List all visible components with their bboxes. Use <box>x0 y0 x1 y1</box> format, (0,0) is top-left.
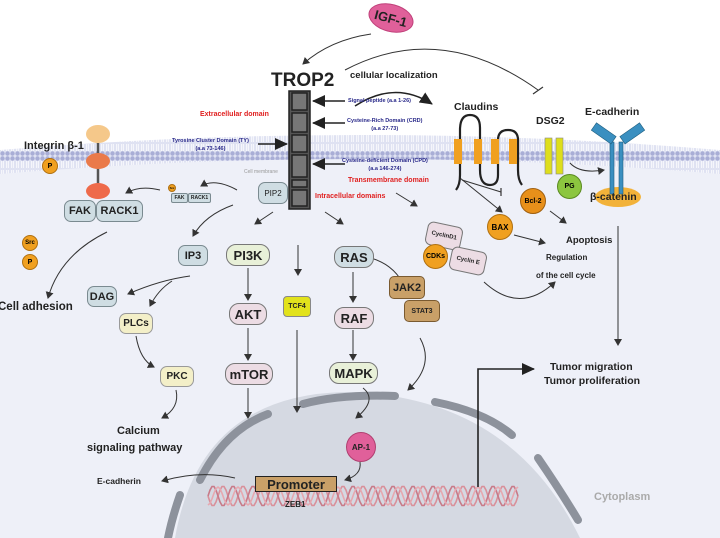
tumor-migration-label: Tumor migration <box>550 361 633 373</box>
ap1-circle: AP-1 <box>346 432 376 462</box>
intracellular-domains-label: Intracellular domains <box>315 193 386 200</box>
integrin-label: Integrin β-1 <box>24 140 84 152</box>
pi3k-box: PI3K <box>226 244 270 266</box>
cytoplasm-label: Cytoplasm <box>594 491 651 503</box>
ip3-box: IP3 <box>178 245 208 266</box>
src-circle: Src <box>22 235 38 251</box>
igf1-to-trop2-arrow <box>302 33 372 65</box>
claudins-label: Claudins <box>454 101 499 113</box>
regulation-label-2: of the cell cycle <box>536 271 596 280</box>
apoptosis-label: Apoptosis <box>566 235 613 246</box>
bcl2-circle: Bcl-2 <box>520 188 546 214</box>
crd-label: Cysteine-Rich Domain (CRD) (a.a 27-73) <box>347 118 423 132</box>
pip2-box: PIP2 <box>258 182 288 204</box>
dsg2-label: DSG2 <box>536 115 565 127</box>
calcium-label-2: signaling pathway <box>87 442 183 454</box>
mapk-box: MAPK <box>329 362 378 384</box>
cpd-label: Cysteine-deficient Domain (CPD) (a.a 146… <box>342 158 428 172</box>
bcatenin-label: β-catenin <box>590 191 637 203</box>
claudin-loops <box>455 113 523 191</box>
cell-membrane <box>0 135 720 174</box>
integrin-head <box>86 125 110 143</box>
mtor-box: mTOR <box>225 363 273 385</box>
cell-membrane-label: Cell membrane <box>244 169 278 175</box>
tcf4-box: TCF4 <box>283 296 311 317</box>
dsg2-bar-2 <box>555 137 564 175</box>
trop2-title: TROP2 <box>271 70 335 91</box>
zeb1-label: ZEB1 <box>285 500 306 509</box>
dsg2-bar-1 <box>544 137 553 175</box>
cell-adhesion-label: Cell adhesion <box>0 301 73 313</box>
pg-circle: PG <box>557 174 582 199</box>
cdks-circle: CDKs <box>423 244 448 269</box>
trop2-protein <box>288 90 311 210</box>
akt-box: AKT <box>229 303 267 325</box>
fak-small: FAK <box>171 193 188 203</box>
pkc-box: PKC <box>160 366 194 387</box>
plcs-box: PLCs <box>119 313 153 334</box>
dag-box: DAG <box>87 286 117 307</box>
signal-peptide-label: Signal peptide (a.a 1-26) <box>348 98 411 104</box>
transmembrane-domain-label: Transmembrane domain <box>348 177 429 184</box>
trop2-inhibits-dsg2 <box>344 48 539 91</box>
tumor-proliferation-label: Tumor proliferation <box>544 375 641 387</box>
nuclear-envelope <box>164 391 582 538</box>
stat3-box: STAT3 <box>404 300 440 322</box>
bax-circle: BAX <box>487 214 513 240</box>
regulation-label-1: Regulation <box>546 253 588 262</box>
cellular-localization-label: cellular localization <box>350 70 438 81</box>
jak2-box: JAK2 <box>389 276 425 299</box>
igf1-label: IGF-1 <box>373 6 409 30</box>
ty-label: Tyrosine Cluster Domain (TY) (a.a 73-146… <box>172 138 249 152</box>
beta-catenin-blob <box>595 187 641 207</box>
extracellular-domain-label: Extracellular domain <box>200 111 269 118</box>
raf-box: RAF <box>334 307 374 329</box>
phospho-p-1: P <box>42 158 58 174</box>
localization-arrow <box>354 91 433 107</box>
ecadherin-label: E-cadherin <box>585 106 640 118</box>
promoter-box: Promoter <box>255 476 337 492</box>
ecadherin-output-label: E-cadherin <box>97 476 141 486</box>
fak-box: FAK <box>64 200 96 222</box>
rack1-box: RACK1 <box>96 200 143 222</box>
rack1-small: RACK1 <box>188 193 211 203</box>
ras-box: RAS <box>334 246 374 268</box>
src-small: Src <box>168 184 176 192</box>
calcium-label-1: Calcium <box>117 425 160 437</box>
phospho-p-2: P <box>22 254 38 270</box>
